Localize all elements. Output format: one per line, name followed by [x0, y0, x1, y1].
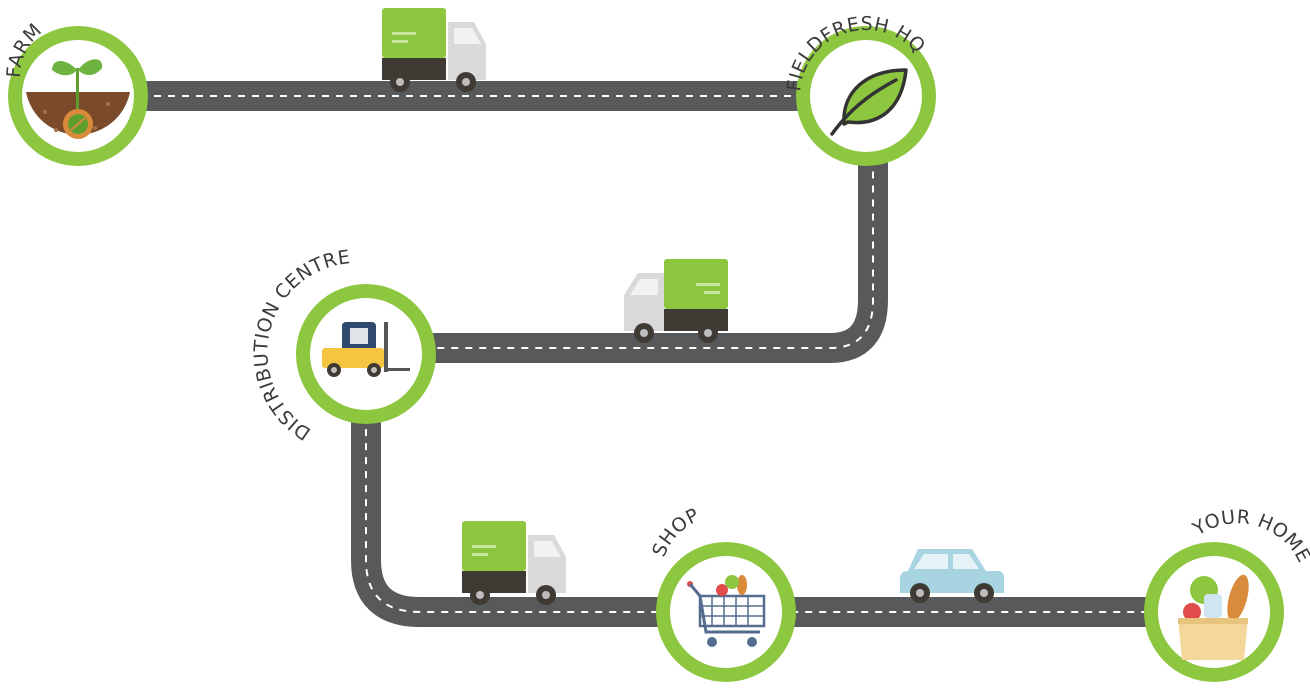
- shopping-cart-icon: [687, 575, 766, 647]
- delivery-truck-icon: [624, 259, 728, 343]
- stop-distribution: DISTRIBUTION CENTRE: [250, 246, 436, 444]
- sprout-icon: [26, 59, 130, 139]
- leaf-icon: [830, 68, 908, 136]
- stop-farm: FARM: [3, 19, 148, 166]
- road: [130, 81, 1160, 627]
- delivery-truck-icon: [462, 521, 566, 605]
- stop-shop: SHOP: [648, 504, 796, 682]
- car-icon: [900, 549, 1004, 603]
- stop-home: YOUR HOME: [1144, 506, 1310, 682]
- stop-hq: FIELDFRESH HQ: [783, 13, 936, 166]
- grocery-bag-icon: [1178, 574, 1249, 660]
- forklift-icon: [322, 322, 410, 377]
- delivery-truck-icon: [382, 8, 486, 92]
